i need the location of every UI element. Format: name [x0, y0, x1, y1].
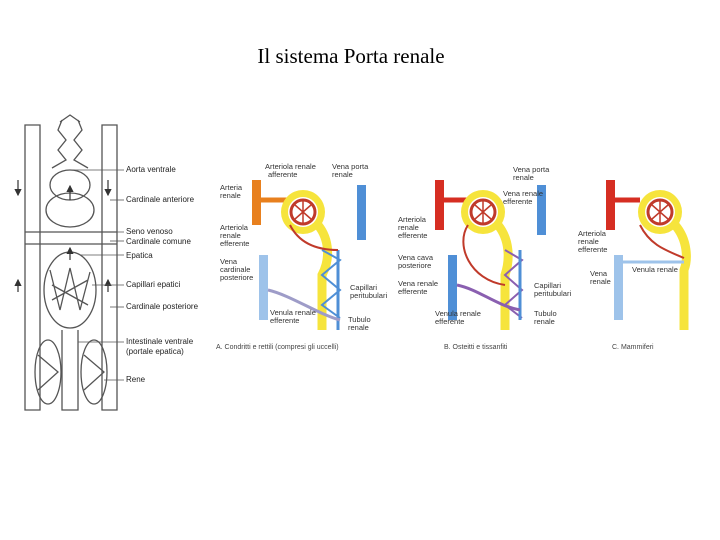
label-b-cava-2: posteriore [398, 261, 431, 270]
label-b-venula-2: efferente [435, 317, 464, 326]
label-cardinale-posteriore: Cardinale posteriore [126, 302, 199, 311]
label-c-venula: Venula renale [632, 265, 678, 274]
panel-b: Vena porta renale Vena renale efferente … [398, 165, 571, 351]
label-capillari-epatici: Capillari epatici [126, 280, 180, 289]
label-c-arteriola-3: efferente [578, 245, 607, 254]
caption-a: A. Condritti e rettili (compresi gli ucc… [216, 344, 339, 351]
label-portale-epatica: (portale epatica) [126, 347, 184, 356]
panel-a: Arteriola renale afferente Vena porta re… [216, 162, 387, 351]
label-c-vena-2: renale [590, 277, 611, 286]
panel-c: Arteriola renale efferente Venula renale… [578, 180, 686, 351]
label-intestinale-ventrale: Intestinale ventrale [126, 337, 194, 346]
label-b-vena-porta-2: renale [513, 173, 534, 182]
label-epatica: Epatica [126, 251, 153, 260]
label-a-venula-2: efferente [270, 316, 299, 325]
label-a-capillari-2: peritubulari [350, 291, 387, 300]
label-a-efferente-3: efferente [220, 239, 249, 248]
left-labels: Aorta ventrale Cardinale anteriore Seno … [126, 165, 199, 384]
caption-b: B. Osteitti e tissanfiti [444, 344, 508, 351]
label-b-renale-eff-2: efferente [398, 287, 427, 296]
label-b-vena-eff-2: efferente [503, 197, 532, 206]
label-rene: Rene [126, 375, 146, 384]
caption-c: C. Mammiferi [612, 344, 654, 351]
label-a-cardinale-3: posteriore [220, 273, 253, 282]
label-a-tubulo-2: renale [348, 323, 369, 332]
label-b-capillari-2: peritubulari [534, 289, 571, 298]
label-a-arteriola-afferente-2: afferente [268, 170, 297, 179]
left-vascular-diagram [25, 115, 117, 410]
label-b-tubulo-2: renale [534, 317, 555, 326]
label-a-arteria-2: renale [220, 191, 241, 200]
label-b-arteriola-3: efferente [398, 231, 427, 240]
label-a-vena-porta-2: renale [332, 170, 353, 179]
label-seno-venoso: Seno venoso [126, 227, 173, 236]
label-cardinale-comune: Cardinale comune [126, 237, 191, 246]
label-cardinale-anteriore: Cardinale anteriore [126, 195, 195, 204]
label-aorta-ventrale: Aorta ventrale [126, 165, 176, 174]
